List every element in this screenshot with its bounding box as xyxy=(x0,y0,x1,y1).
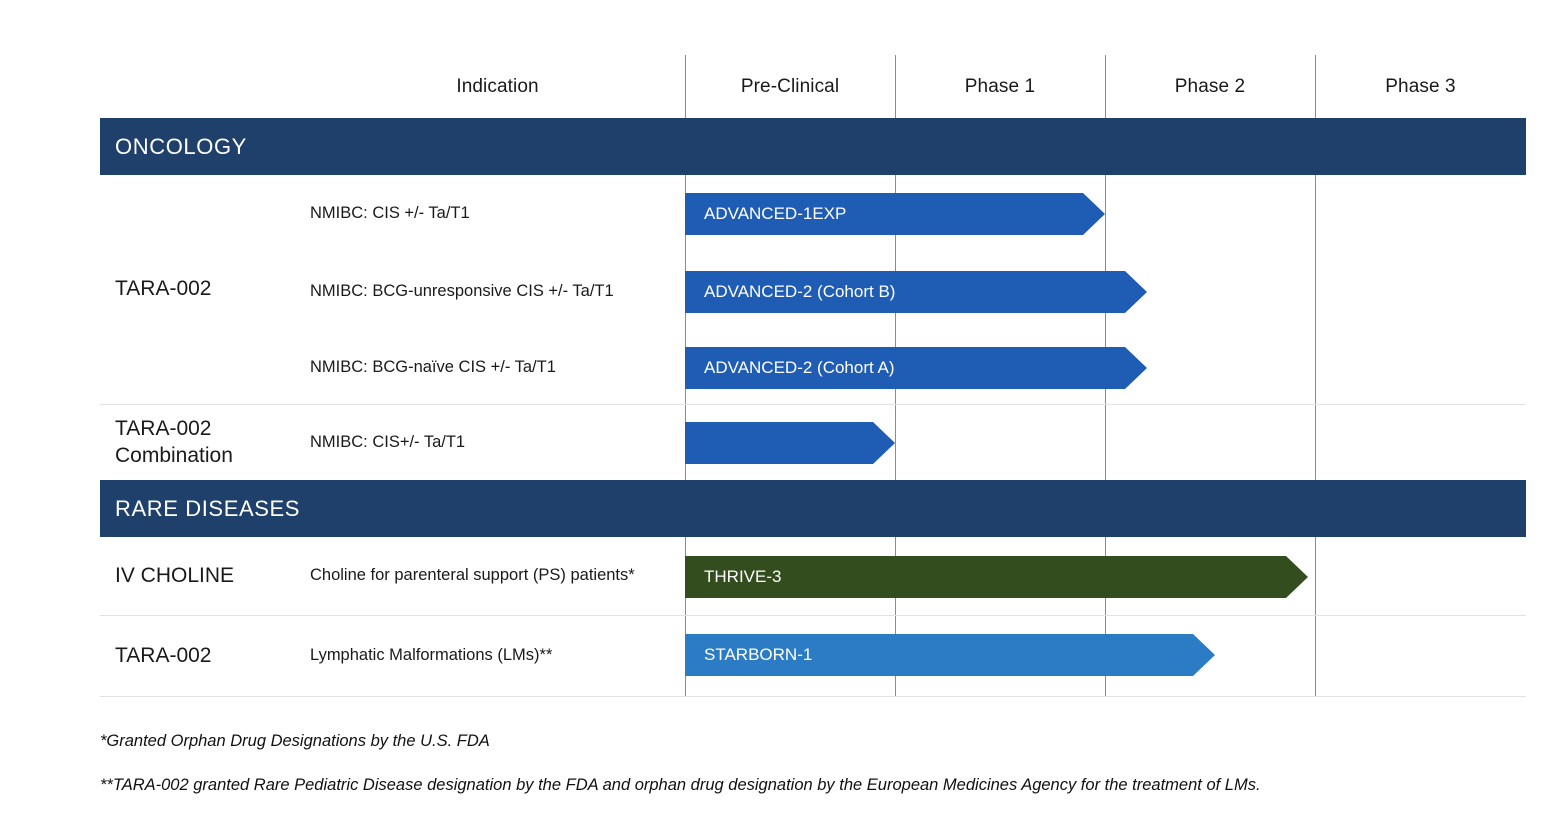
pipeline-bar-advanced-1exp[interactable]: ADVANCED-1EXP xyxy=(685,193,1105,235)
pipeline-bar-label: STARBORN-1 xyxy=(704,645,813,664)
bar-layer: ADVANCED-1EXP ADVANCED-2 (Cohort B) ADVA… xyxy=(685,175,1526,404)
table-row: NMIBC: CIS+/- Ta/T1 xyxy=(310,405,1526,480)
asset-label-tara-002: TARA-002 xyxy=(115,277,212,301)
asset-label-iv-choline: IV CHOLINE xyxy=(115,563,235,587)
table-row: Lymphatic Malformations (LMs)** xyxy=(310,616,1526,696)
column-header-phase-1: Phase 1 xyxy=(964,75,1036,97)
bar-layer: STARBORN-1 xyxy=(685,616,1526,696)
bar-shape xyxy=(685,556,1308,598)
bar-layer: THRIVE-3 xyxy=(685,537,1526,615)
indication-label: NMIBC: CIS +/- Ta/T1 xyxy=(310,204,470,223)
column-header-pre-clinical: Pre-Clinical xyxy=(740,75,840,97)
column-header-indication: Indication xyxy=(456,75,539,97)
footnote-rare-pediatric: **TARA-002 granted Rare Pediatric Diseas… xyxy=(100,776,1261,794)
bar-shape xyxy=(685,193,1105,235)
indication-label: NMIBC: BCG-naïve CIS +/- Ta/T1 xyxy=(310,357,556,376)
pipeline-bar-advanced-2-cohort-b[interactable]: ADVANCED-2 (Cohort B) xyxy=(685,271,1147,313)
section-header-rare-diseases: RARE DISEASES xyxy=(100,480,1526,537)
header-asset-spacer xyxy=(100,55,310,118)
indication-label: NMIBC: CIS+/- Ta/T1 xyxy=(310,432,466,451)
pipeline-bar-starborn-1[interactable]: STARBORN-1 xyxy=(685,634,1215,676)
column-header-phase-3: Phase 3 xyxy=(1385,75,1456,97)
bar-layer xyxy=(685,405,1526,480)
pipeline-bar-label: ADVANCED-2 (Cohort A) xyxy=(704,358,895,377)
indication-label: Choline for parenteral support (PS) pati… xyxy=(310,566,635,585)
bar-shape xyxy=(685,422,895,464)
pipeline-bar-advanced-2-cohort-a[interactable]: ADVANCED-2 (Cohort A) xyxy=(685,347,1147,389)
pipeline-bar-label: ADVANCED-1EXP xyxy=(704,204,847,223)
column-header-phase-2: Phase 2 xyxy=(1174,75,1246,97)
pipeline-bar-label: ADVANCED-2 (Cohort B) xyxy=(704,282,896,301)
group-tara-002-lms: TARA-002 Lymphatic Malformations (LMs)**… xyxy=(100,616,1526,697)
pipeline-table: Indication Pre-Clinical Phase 1 Phase 2 … xyxy=(100,55,1526,697)
indication-label: Lymphatic Malformations (LMs)** xyxy=(310,646,553,665)
bar-shape xyxy=(685,271,1147,313)
group-tara-002-combination: TARA-002 Combination NMIBC: CIS+/- Ta/T1 xyxy=(100,405,1526,480)
bar-shape xyxy=(685,634,1215,676)
section-header-oncology-label: ONCOLOGY xyxy=(115,133,247,159)
table-row: NMIBC: BCG-naïve CIS +/- Ta/T1 xyxy=(310,331,1526,404)
bar-shape xyxy=(685,347,1147,389)
footnote-orphan-drug: *Granted Orphan Drug Designations by the… xyxy=(100,732,490,750)
table-row: NMIBC: CIS +/- Ta/T1 xyxy=(310,175,1526,253)
asset-label-tara-002-combination: TARA-002 Combination xyxy=(115,417,233,467)
group-iv-choline: IV CHOLINE Choline for parenteral suppor… xyxy=(100,537,1526,616)
pipeline-bar-label: THRIVE-3 xyxy=(704,567,782,586)
footnotes: *Granted Orphan Drug Designations by the… xyxy=(100,732,1540,820)
table-row: Choline for parenteral support (PS) pati… xyxy=(310,537,1526,615)
section-header-rare-diseases-label: RARE DISEASES xyxy=(115,495,301,521)
pipeline-bar-thrive-3[interactable]: THRIVE-3 xyxy=(685,556,1308,598)
table-row: NMIBC: BCG-unresponsive CIS +/- Ta/T1 xyxy=(310,253,1526,331)
group-tara-002-oncology: TARA-002 NMIBC: CIS +/- Ta/T1 NMIBC: BCG… xyxy=(100,175,1526,405)
table-header-row: Indication Pre-Clinical Phase 1 Phase 2 … xyxy=(100,55,1526,118)
section-header-oncology: ONCOLOGY xyxy=(100,118,1526,175)
indication-label: NMIBC: BCG-unresponsive CIS +/- Ta/T1 xyxy=(310,282,614,301)
asset-label-tara-002-lms: TARA-002 xyxy=(115,643,212,667)
pipeline-bar-tara-002-combination[interactable] xyxy=(685,422,895,464)
